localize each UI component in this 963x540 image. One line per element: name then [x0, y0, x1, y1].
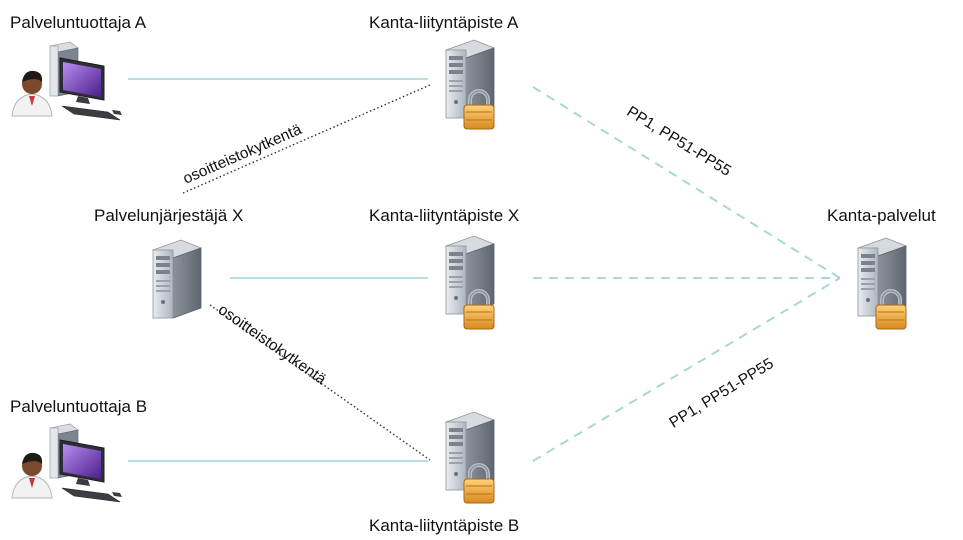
address-switch-lower-line: [209, 304, 431, 461]
link-gateway-b-kanta: [532, 277, 841, 462]
link-gateway-a-kanta: [532, 86, 841, 279]
gateway-x-locked-server-icon: [445, 235, 496, 331]
gateway-x-label: Kanta-liityntäpiste X: [369, 206, 520, 225]
provider-b-label: Palveluntuottaja B: [10, 397, 148, 416]
gateway-a-locked-server-icon: [445, 39, 496, 131]
provider-a-label: Palveluntuottaja A: [10, 13, 147, 32]
address-switch-upper-line: [182, 84, 431, 194]
provider-b-workstation-icon: [11, 423, 123, 503]
organizer-x-server-icon: [152, 239, 202, 319]
organizer-x-label: Palvelunjärjestäjä X: [94, 206, 244, 225]
gateway-b-locked-server-icon: [445, 411, 496, 505]
kanta-locked-server-icon: [857, 237, 908, 331]
kanta-label: Kanta-palvelut: [827, 206, 936, 225]
gateway-b-label: Kanta-liityntäpiste B: [369, 516, 520, 535]
provider-a-workstation-icon: [11, 41, 123, 121]
gateway-a-label: Kanta-liityntäpiste A: [369, 13, 519, 32]
